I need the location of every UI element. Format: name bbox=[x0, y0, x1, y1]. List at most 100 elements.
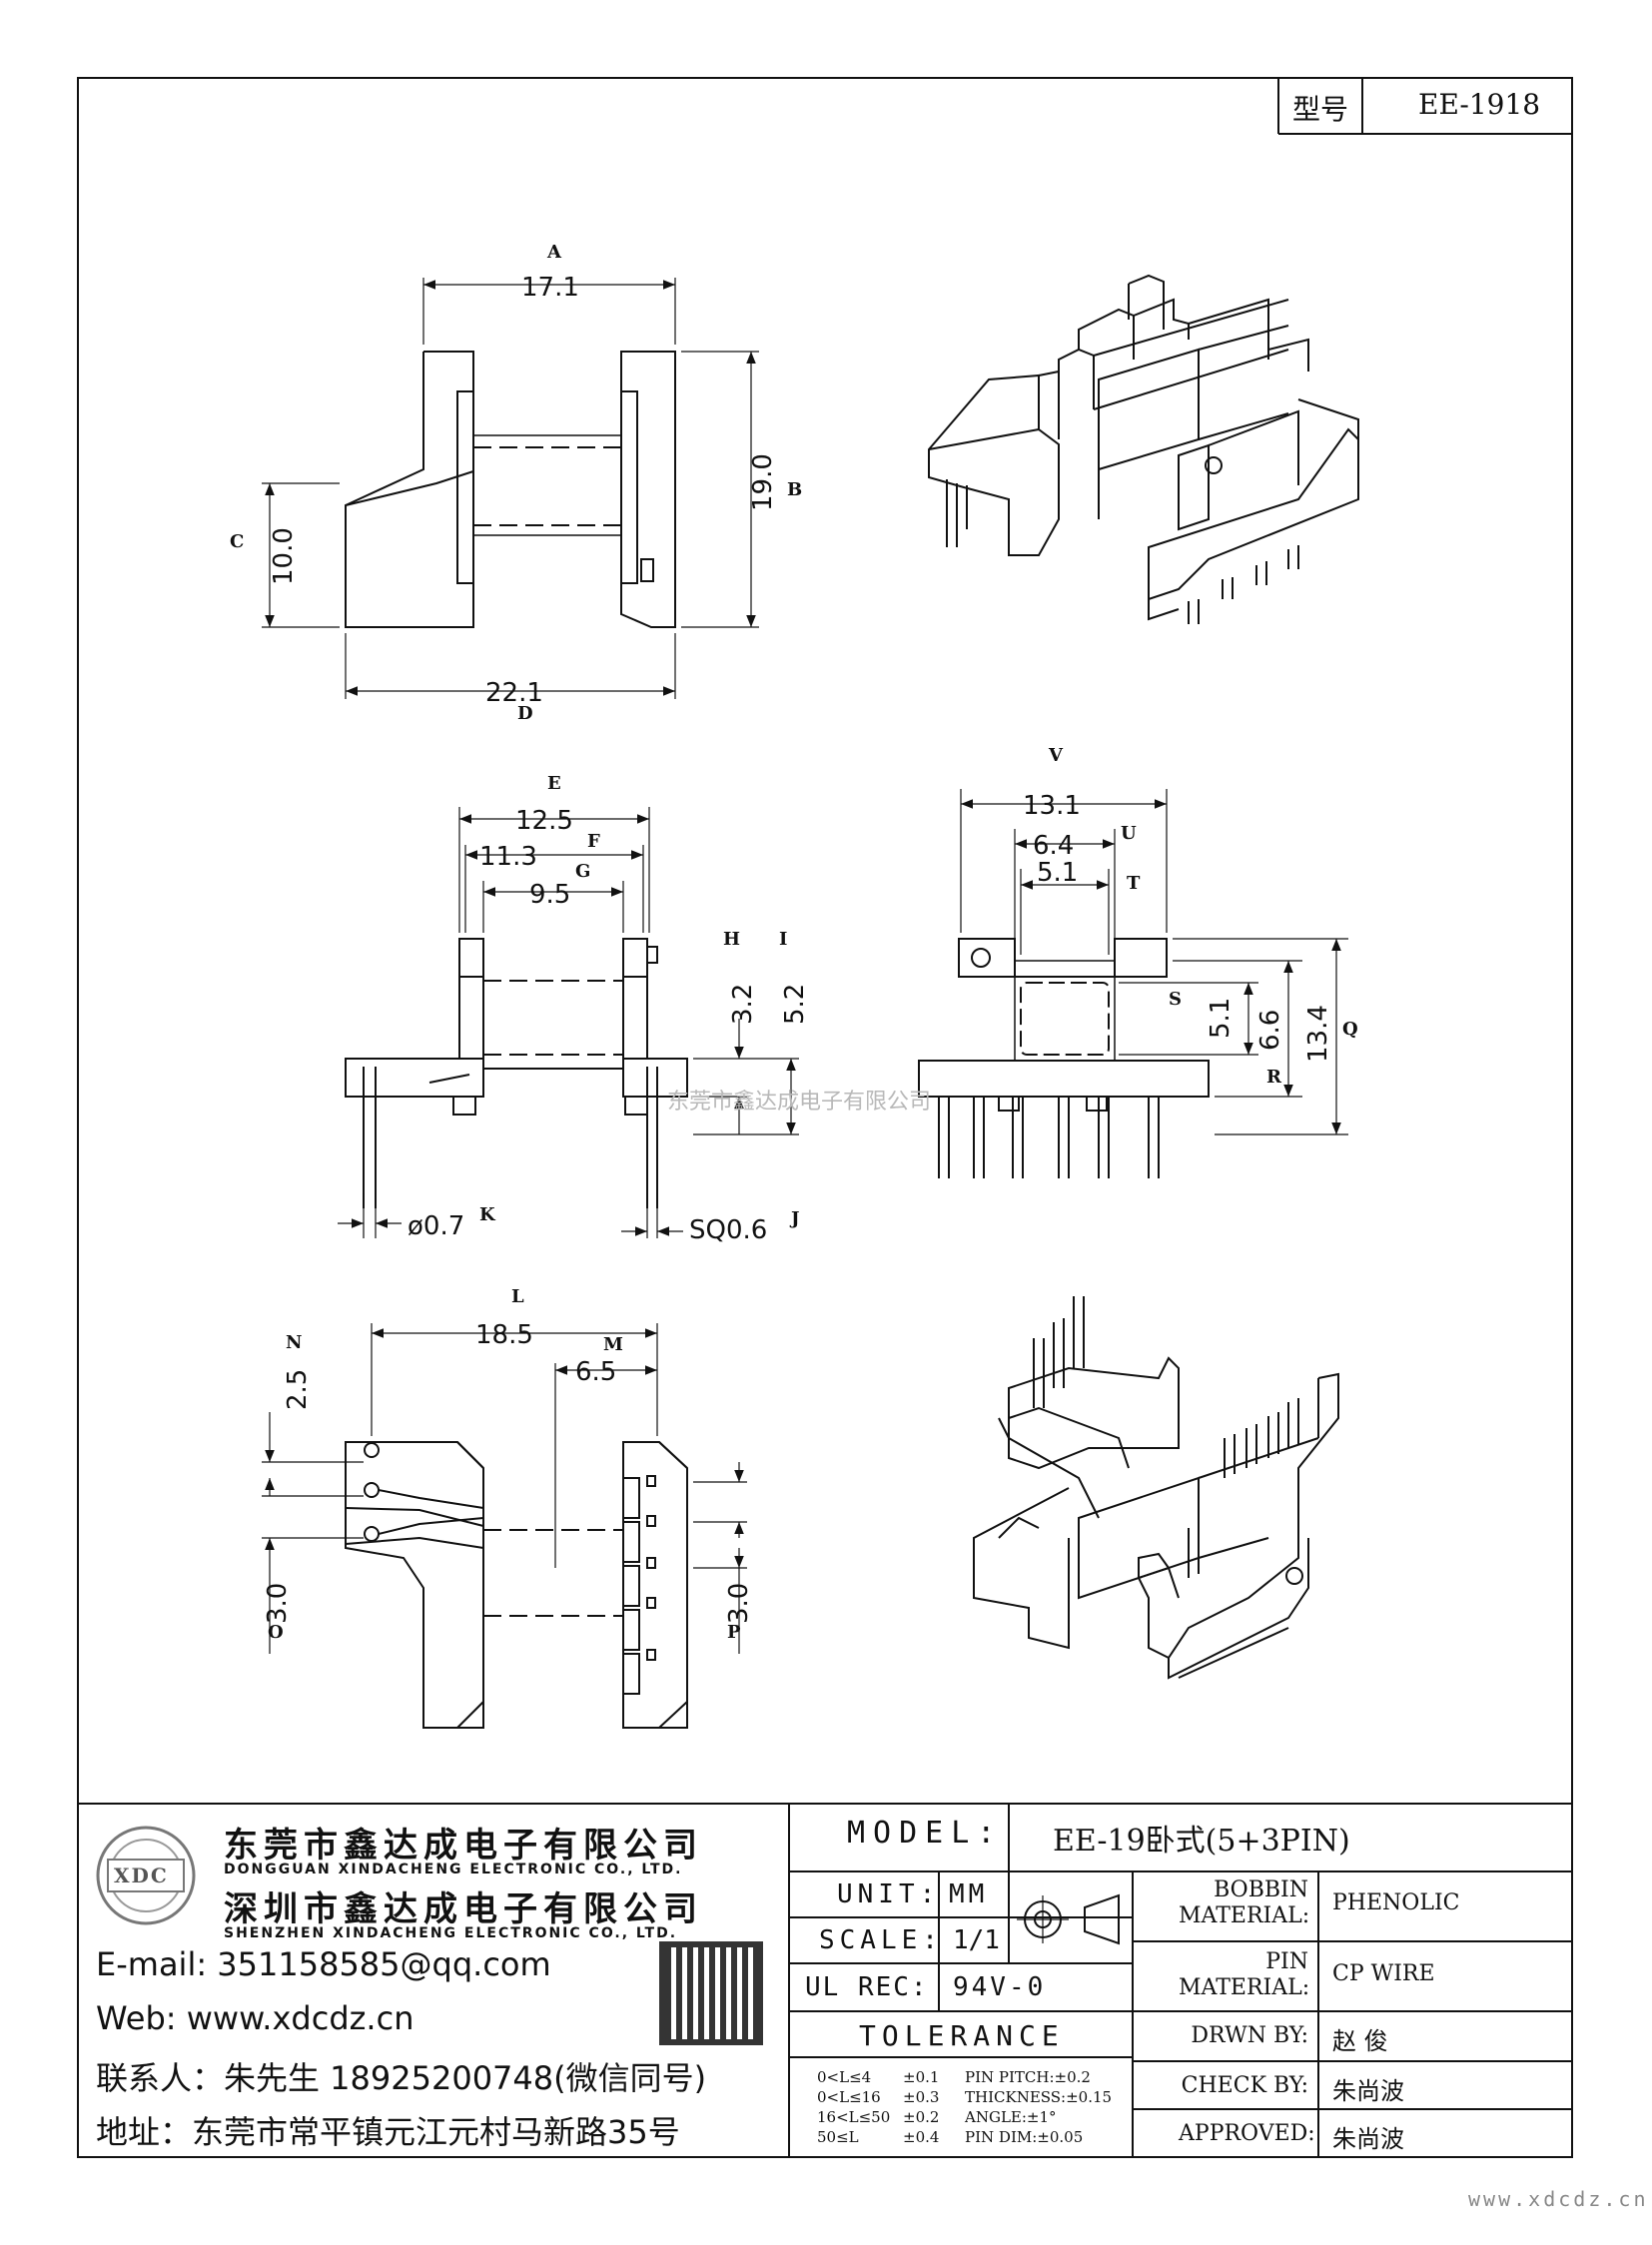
pin-material-label: PIN MATERIAL: bbox=[1179, 1949, 1310, 2001]
watermark: 东莞市鑫达成电子有限公司 bbox=[667, 1090, 931, 1115]
pin-label-line-1: PIN bbox=[1265, 1949, 1308, 1974]
dimension-labels: A 17.1 B 19.0 C 10.0 D 22.1 E 12.5 F 11.… bbox=[230, 242, 1358, 1643]
footer-url[interactable]: www.xdcdz.cn bbox=[1468, 2187, 1649, 2211]
dim-O-value: 3.0 bbox=[263, 1583, 293, 1624]
model-label: MODEL: bbox=[847, 1816, 1004, 1851]
dim-C-value: 10.0 bbox=[269, 527, 299, 585]
dim-H-value: 3.2 bbox=[728, 984, 758, 1025]
tolerance-values: ±0.1 ±0.3 ±0.2 ±0.4 bbox=[903, 2067, 939, 2147]
tolerance-spec-1: PIN PITCH:±0.2 bbox=[965, 2068, 1091, 2086]
dim-P-letter: P bbox=[727, 1622, 741, 1643]
side-view bbox=[918, 789, 1348, 1178]
dim-A-letter: A bbox=[546, 242, 562, 263]
company-name-dongguan: 东莞市鑫达成电子有限公司 bbox=[224, 1826, 703, 1866]
bobbin-label-line-2: MATERIAL: bbox=[1179, 1903, 1310, 1928]
model-value: EE-19卧式(5+3PIN) bbox=[1053, 1824, 1350, 1859]
dim-S-letter: S bbox=[1169, 989, 1182, 1010]
drawn-by-label: DRWN BY: bbox=[1191, 2023, 1308, 2048]
tolerance-range-3: 16<L≤50 bbox=[817, 2108, 891, 2126]
scale-label: SCALE: bbox=[819, 1925, 943, 1955]
dim-C-letter: C bbox=[230, 531, 244, 552]
dim-T-letter: T bbox=[1127, 873, 1141, 894]
dim-J-value: SQ0.6 bbox=[689, 1215, 767, 1245]
tolerance-range-2: 0<L≤16 bbox=[817, 2088, 881, 2106]
dim-S-value: 5.1 bbox=[1206, 998, 1236, 1039]
bobbin-material-label: BOBBIN MATERIAL: bbox=[1179, 1877, 1310, 1929]
qr-code bbox=[659, 1941, 763, 2045]
header-model-box bbox=[1277, 78, 1572, 135]
dim-O-letter: O bbox=[268, 1622, 284, 1643]
top-view bbox=[262, 278, 759, 699]
dim-J-letter: J bbox=[789, 1208, 800, 1229]
dim-Q-value: 13.4 bbox=[1303, 1005, 1333, 1063]
dim-G-letter: G bbox=[575, 861, 590, 882]
dim-H-letter: H bbox=[723, 929, 740, 950]
isometric-view-2 bbox=[973, 1296, 1339, 1680]
dim-K-letter: K bbox=[479, 1204, 496, 1225]
dim-E-letter: E bbox=[547, 773, 561, 794]
tolerance-label: TOLERANCE bbox=[859, 2019, 1065, 2052]
dim-A-value: 17.1 bbox=[521, 273, 579, 303]
unit-label: UNIT: bbox=[837, 1879, 941, 1909]
dim-F-letter: F bbox=[587, 831, 600, 852]
company-web: Web: www.xdcdz.cn bbox=[96, 1999, 414, 2037]
front-view bbox=[338, 807, 799, 1238]
tolerance-range-1: 0<L≤4 bbox=[817, 2068, 872, 2086]
ul-label: UL REC: bbox=[805, 1972, 929, 2002]
company-email: E-mail: 351158585@qq.com bbox=[96, 1945, 551, 1983]
scale-value: 1/1 bbox=[953, 1925, 1000, 1955]
tolerance-spec-3: ANGLE:±1° bbox=[965, 2108, 1057, 2126]
dim-U-value: 6.4 bbox=[1033, 831, 1074, 861]
dim-B-letter: B bbox=[787, 479, 802, 500]
approved-label: APPROVED: bbox=[1179, 2121, 1315, 2146]
dim-F-value: 11.3 bbox=[479, 842, 537, 872]
dim-B-value: 19.0 bbox=[748, 453, 778, 511]
dim-Q-letter: Q bbox=[1342, 1019, 1358, 1040]
dim-G-value: 9.5 bbox=[529, 880, 570, 910]
company-address: 地址：东莞市常平镇元江元村马新路35号 bbox=[96, 2113, 680, 2151]
tolerance-value-4: ±0.4 bbox=[903, 2128, 940, 2146]
tolerance-specs: PIN PITCH:±0.2 THICKNESS:±0.15 ANGLE:±1°… bbox=[965, 2067, 1112, 2147]
unit-value: MM bbox=[949, 1879, 989, 1909]
tolerance-value-2: ±0.3 bbox=[903, 2088, 940, 2106]
dim-I-value: 5.2 bbox=[780, 984, 810, 1025]
dim-P-value: 3.0 bbox=[724, 1583, 754, 1624]
dim-N-value: 2.5 bbox=[283, 1369, 313, 1410]
dim-R-letter: R bbox=[1266, 1067, 1282, 1088]
drawn-by-value: 赵 俊 bbox=[1332, 2027, 1388, 2055]
isometric-view-1 bbox=[928, 274, 1359, 624]
bobbin-material-value: PHENOLIC bbox=[1332, 1890, 1460, 1915]
title-block-grid bbox=[78, 1803, 1572, 2157]
company-contact: 联系人：朱先生 18925200748(微信同号) bbox=[96, 2059, 707, 2097]
company-logo: XDC bbox=[114, 1864, 169, 1887]
dim-I-letter: I bbox=[779, 929, 787, 950]
approved-value: 朱尚波 bbox=[1332, 2125, 1404, 2153]
dim-M-value: 6.5 bbox=[575, 1357, 616, 1387]
tolerance-value-3: ±0.2 bbox=[903, 2108, 940, 2126]
check-by-label: CHECK BY: bbox=[1181, 2073, 1308, 2098]
dim-U-letter: U bbox=[1121, 823, 1137, 844]
dim-D-letter: D bbox=[517, 703, 533, 724]
dim-L-letter: L bbox=[511, 1286, 524, 1307]
bottom-view bbox=[262, 1323, 747, 1729]
header-model-value: EE-1918 bbox=[1418, 88, 1541, 121]
company-name-shenzhen: 深圳市鑫达成电子有限公司 bbox=[224, 1889, 703, 1929]
dim-N-letter: N bbox=[286, 1332, 302, 1353]
check-by-value: 朱尚波 bbox=[1332, 2077, 1404, 2105]
tolerance-ranges: 0<L≤4 0<L≤16 16<L≤50 50≤L bbox=[817, 2067, 890, 2147]
dim-K-value: ø0.7 bbox=[408, 1211, 464, 1241]
dim-E-value: 12.5 bbox=[515, 806, 573, 836]
tolerance-range-4: 50≤L bbox=[817, 2128, 859, 2146]
dim-V-letter: V bbox=[1048, 745, 1064, 766]
dim-L-value: 18.5 bbox=[475, 1320, 533, 1350]
dim-V-value: 13.1 bbox=[1023, 791, 1081, 821]
dim-R-value: 6.6 bbox=[1255, 1010, 1285, 1051]
dim-M-letter: M bbox=[603, 1334, 623, 1355]
tolerance-spec-4: PIN DIM:±0.05 bbox=[965, 2128, 1084, 2146]
pin-label-line-2: MATERIAL: bbox=[1179, 1975, 1310, 2000]
header-model-label: 型号 bbox=[1292, 93, 1349, 126]
company-name-dongguan-en: DONGGUAN XINDACHENG ELECTRONIC CO., LTD. bbox=[224, 1862, 683, 1877]
dim-T-value: 5.1 bbox=[1037, 858, 1078, 888]
